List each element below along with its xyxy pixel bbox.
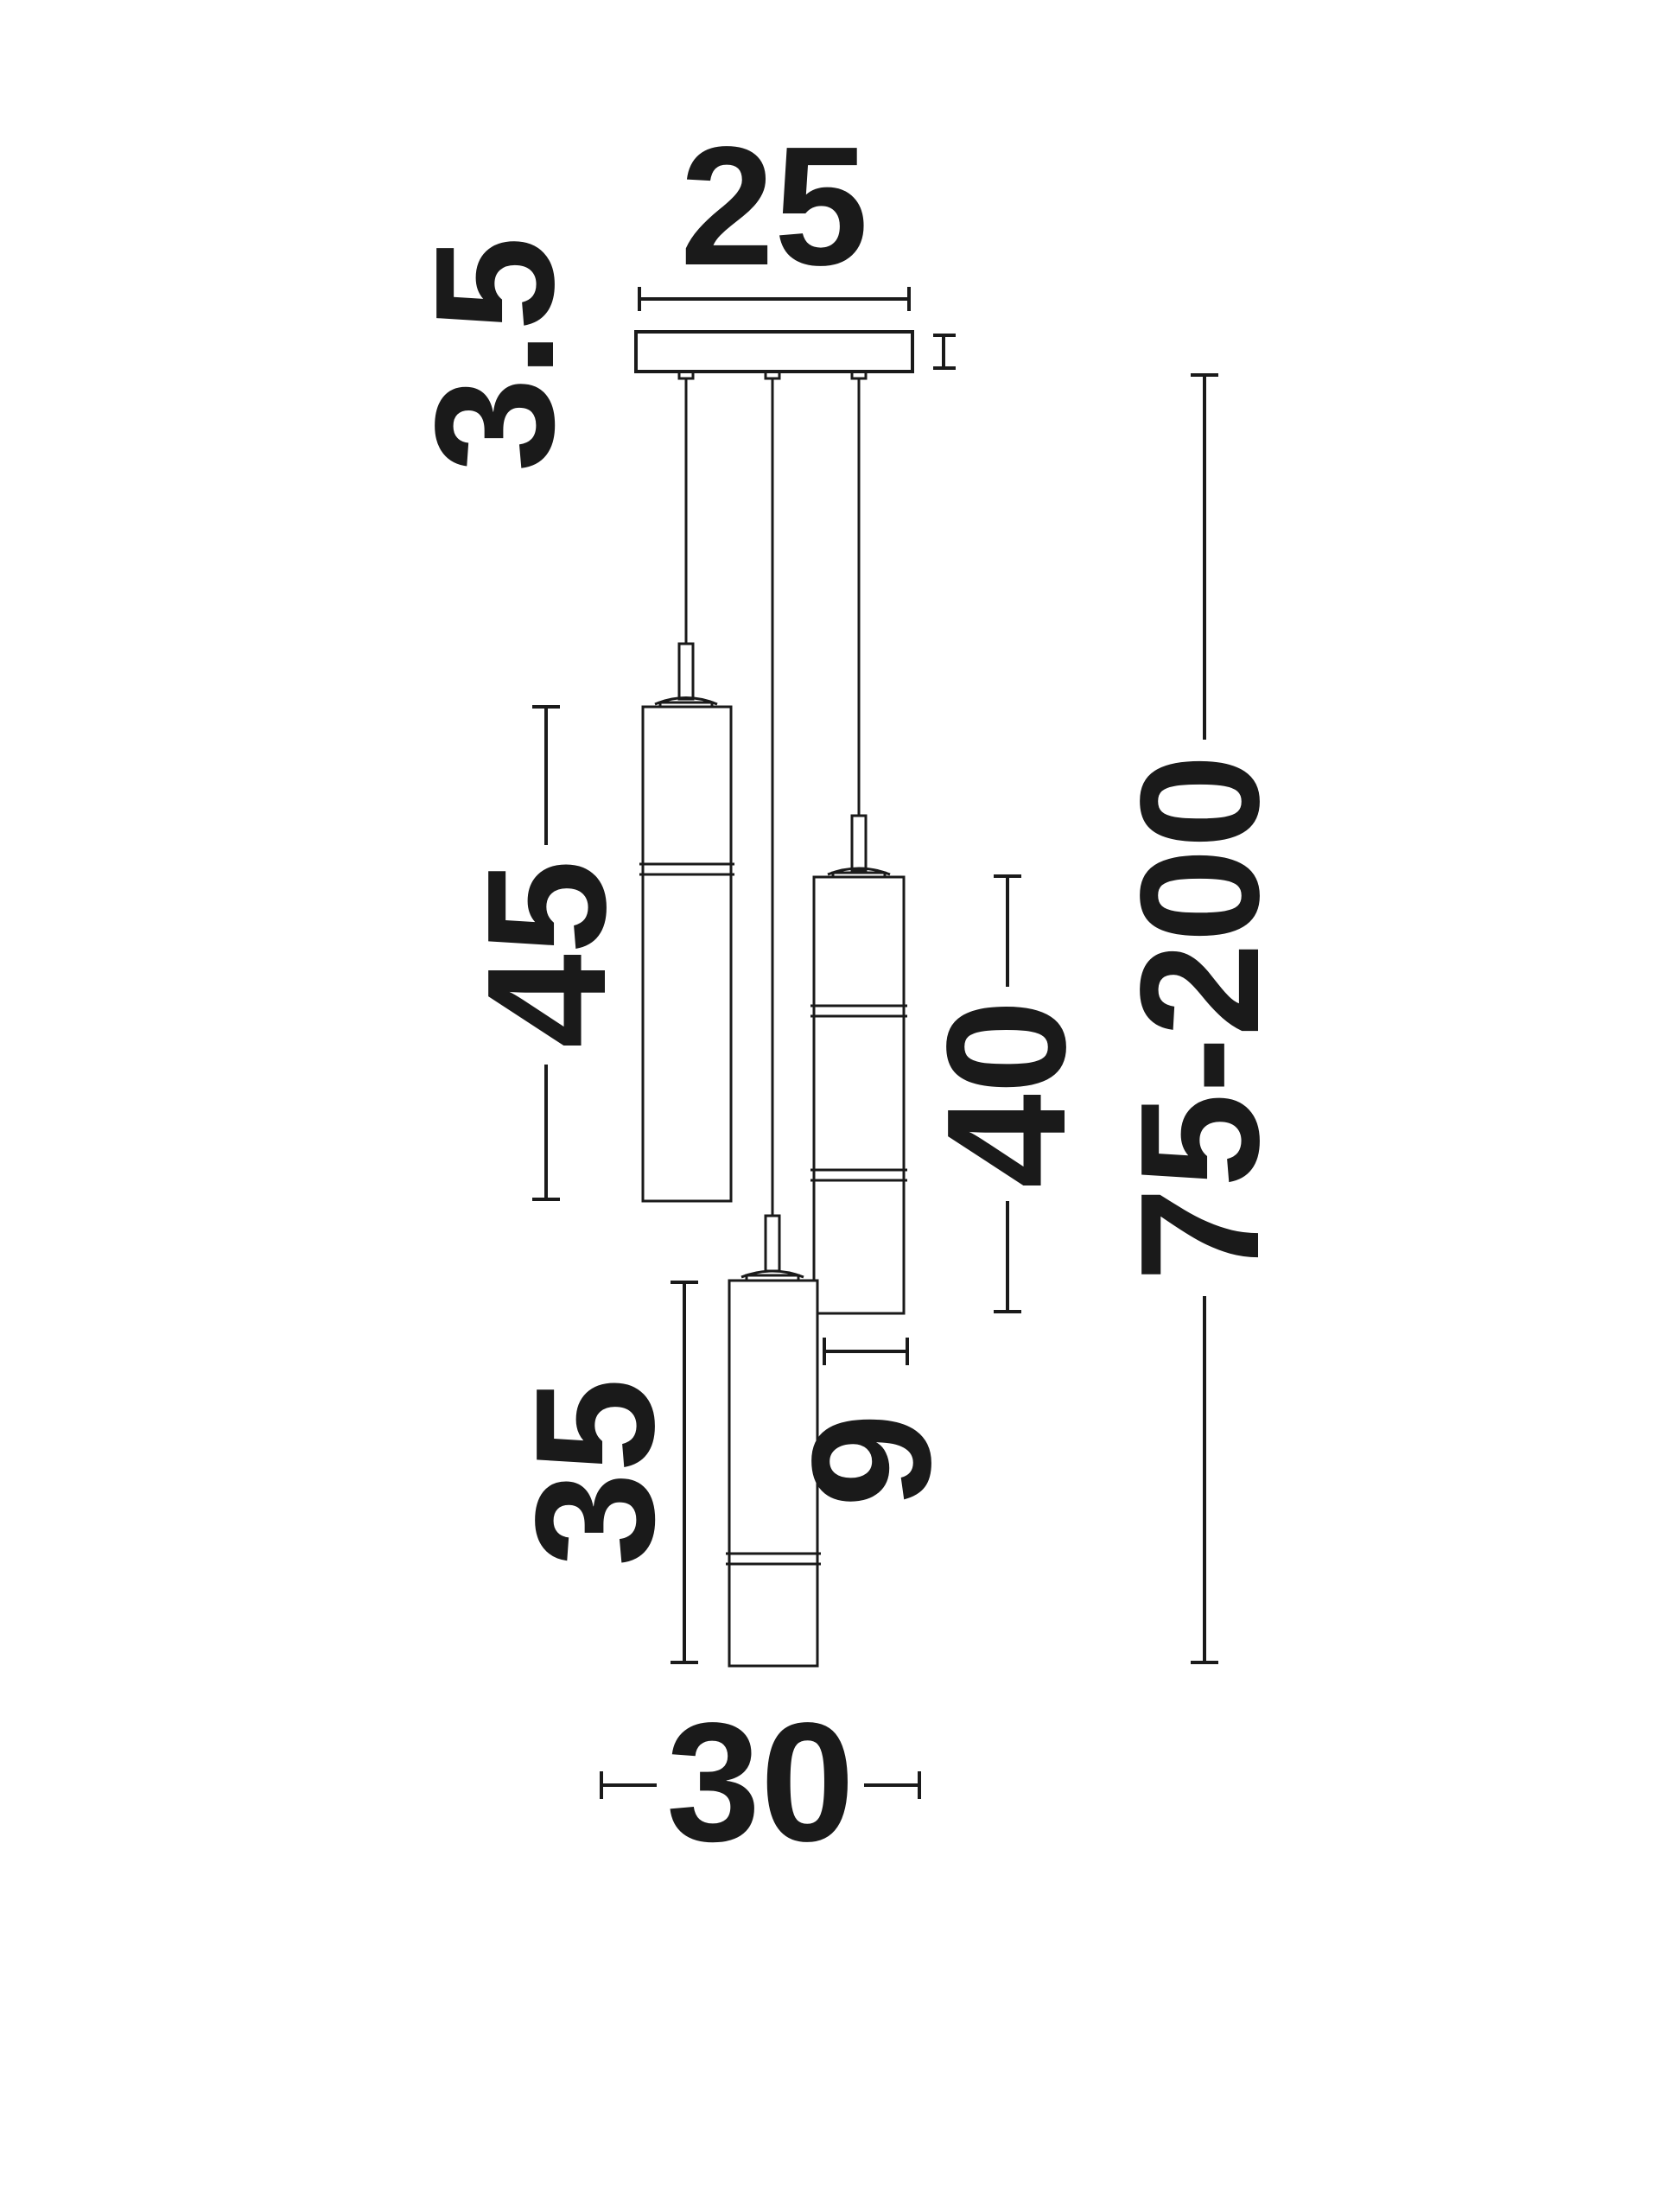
label-shade-center-height: 35 xyxy=(500,1378,690,1567)
dim-shade-right-height: 40 xyxy=(912,874,1101,1313)
dim-shade-center-height: 35 xyxy=(500,1281,698,1664)
dim-canopy-height: 3.5 xyxy=(400,237,956,472)
dim-shade-left-height: 45 xyxy=(452,705,641,1201)
shade-left xyxy=(639,642,734,1203)
label-shade-left-height: 45 xyxy=(452,860,641,1048)
dim-shade-diameter: 9 xyxy=(777,1338,966,1508)
label-canopy-height: 3.5 xyxy=(400,237,589,472)
label-total-width: 30 xyxy=(666,1688,855,1877)
dim-total-height: 75-200 xyxy=(1105,373,1294,1664)
label-shade-right-height: 40 xyxy=(912,1000,1101,1188)
label-total-height: 75-200 xyxy=(1105,754,1294,1281)
label-canopy-width: 25 xyxy=(680,111,868,301)
shade-right xyxy=(810,814,907,1315)
canopy xyxy=(634,330,914,380)
suspension-cords xyxy=(684,378,861,1216)
label-shade-diameter: 9 xyxy=(777,1413,966,1507)
dim-total-width: 30 xyxy=(600,1688,921,1877)
shade-center xyxy=(726,1214,821,1668)
dim-canopy-width: 25 xyxy=(638,111,911,311)
